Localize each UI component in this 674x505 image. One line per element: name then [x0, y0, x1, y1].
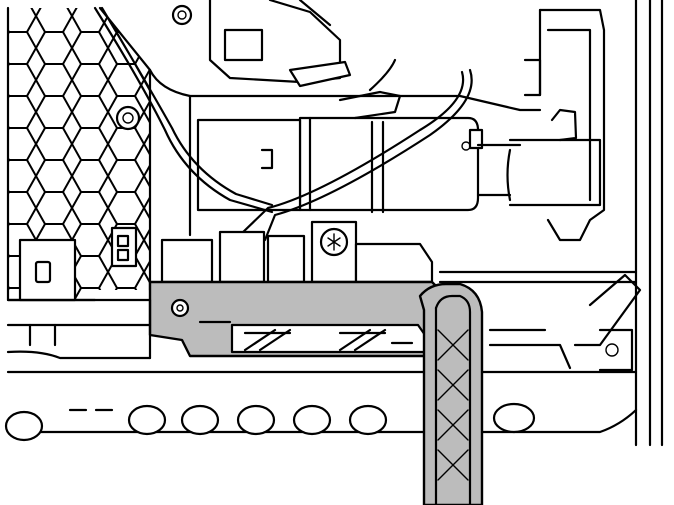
- actuator-housing: [148, 0, 542, 237]
- screw-head: [115, 105, 141, 131]
- connector-plugs: [160, 220, 434, 284]
- connector-plug: [160, 238, 214, 284]
- highlighted-bracket: [148, 280, 484, 505]
- wiring-harness: [93, 6, 473, 242]
- connector-plug: [218, 230, 266, 284]
- connector-plug: [266, 234, 306, 284]
- right-frame: [488, 0, 664, 447]
- bracket-arm: [418, 282, 484, 505]
- base-rail: [4, 270, 638, 442]
- hex-grille-panel: [6, 4, 193, 302]
- screw-head: [171, 4, 193, 26]
